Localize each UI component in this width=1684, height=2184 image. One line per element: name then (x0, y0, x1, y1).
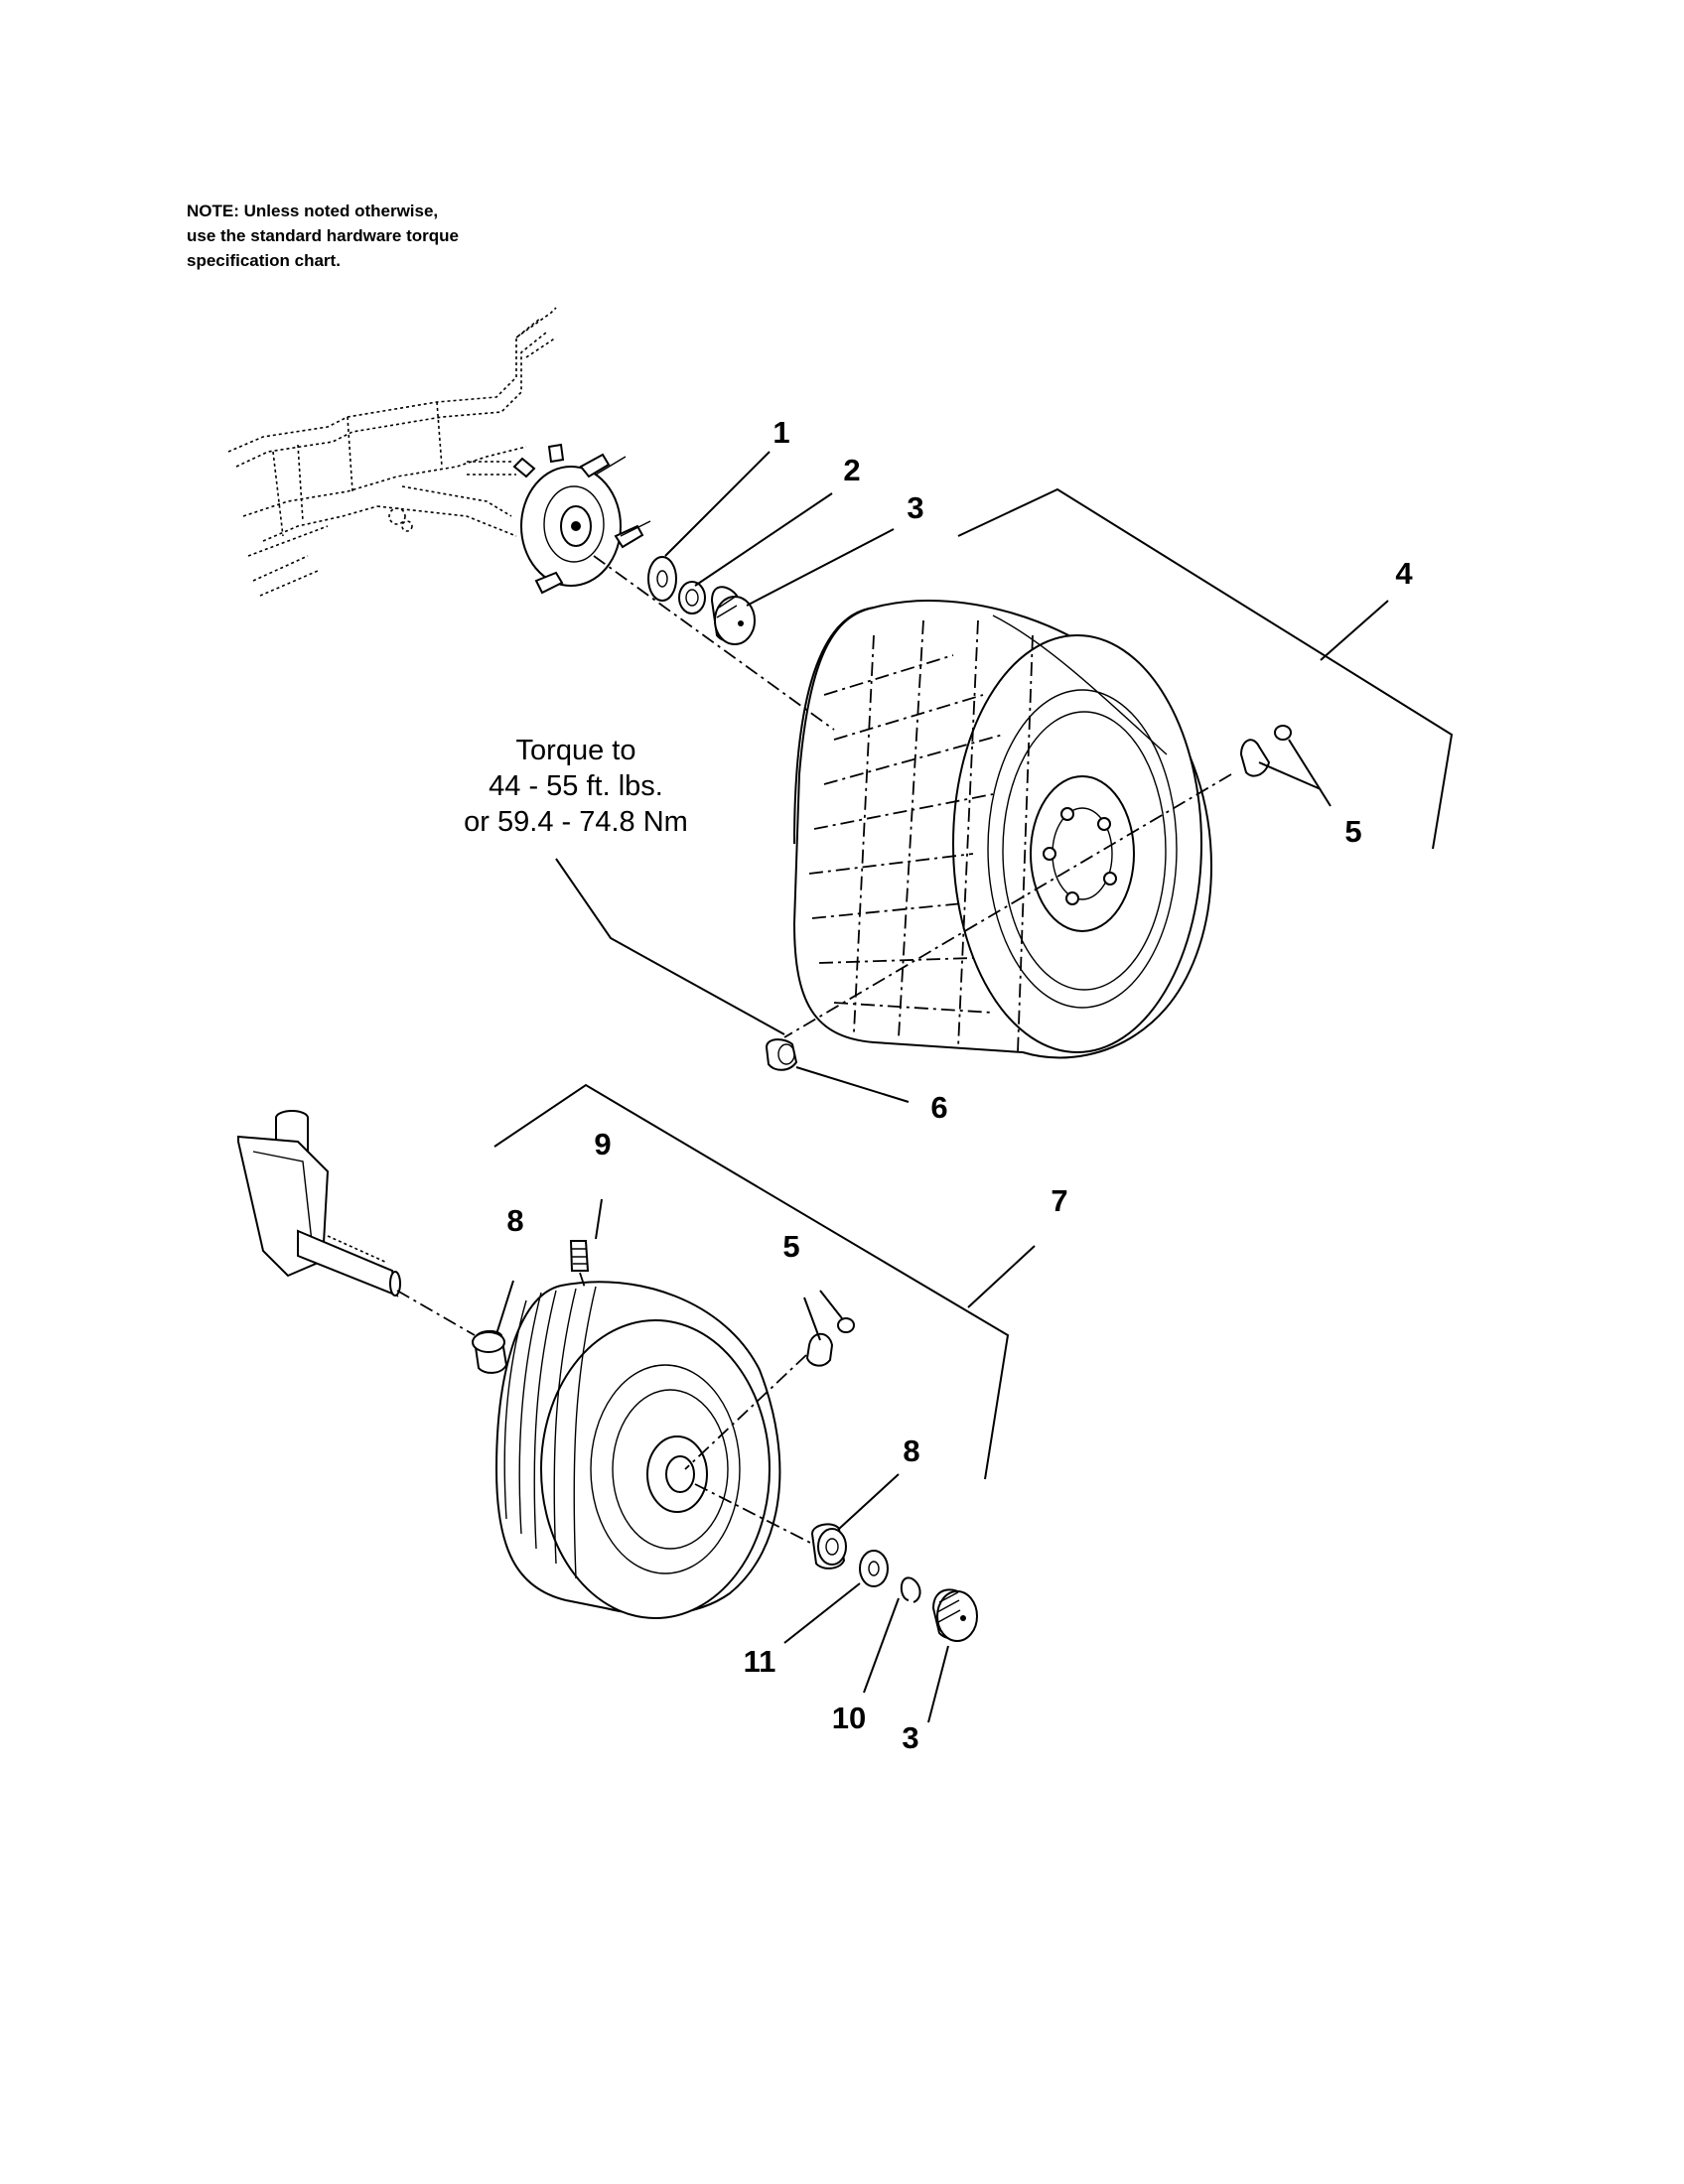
callout-10: 10 (832, 1701, 866, 1735)
torque-spec-note: NOTE: Unless noted otherwise, use the st… (187, 199, 604, 273)
callout-1: 1 (772, 415, 789, 450)
front-caster-tire (494, 1281, 781, 1619)
callout-3: 3 (907, 490, 923, 525)
retaining-ring-part-10 (900, 1576, 921, 1603)
callout-9: 9 (594, 1127, 611, 1161)
torque-line-2: 44 - 55 ft. lbs. (489, 770, 663, 802)
callout-3-lower: 3 (902, 1720, 918, 1755)
lower-axle-line (396, 1290, 476, 1336)
note-line-1: NOTE: Unless noted otherwise, (187, 202, 439, 220)
dust-cap-part-3-upper (710, 586, 756, 645)
spacer-part-8-left (472, 1329, 508, 1374)
leader-lines (495, 451, 1332, 1723)
nut-part-2 (678, 581, 706, 614)
grease-axis-line (579, 1272, 587, 1292)
note-line-2: use the standard hardware torque (187, 226, 459, 245)
valve-axis-line-lower (684, 1354, 807, 1470)
callout-6: 6 (930, 1090, 947, 1125)
note-line-3: specification chart. (187, 251, 341, 270)
callout-2: 2 (843, 453, 860, 487)
grease-fitting-part-9 (569, 1240, 590, 1272)
valve-stem-part-5-upper (1239, 725, 1292, 777)
upper-assembly-axis-line (593, 555, 835, 731)
dust-cap-part-3-lower (931, 1588, 978, 1642)
lug-nut-part-6 (765, 1038, 798, 1071)
valve-axis-line-upper (783, 773, 1232, 1038)
washer-part-1 (647, 556, 677, 602)
callout-7: 7 (1051, 1183, 1067, 1218)
rear-tire-assembly (792, 600, 1212, 1059)
callout-8-right: 8 (903, 1433, 919, 1468)
torque-line-1: Torque to (515, 735, 636, 766)
callout-5: 5 (1344, 814, 1361, 849)
lug-nut-torque-label: Torque to 44 - 55 ft. lbs. or 59.4 - 74.… (397, 733, 755, 840)
caster-fork-illustration (237, 1110, 401, 1297)
callout-11: 11 (744, 1644, 776, 1679)
spacer-part-8-right (810, 1523, 847, 1570)
part-4-bracket (957, 487, 1454, 850)
washer-part-11 (859, 1550, 889, 1587)
mower-frame-illustration (227, 307, 557, 597)
lower-axle-line-2 (694, 1483, 813, 1545)
torque-line-3: or 59.4 - 74.8 Nm (464, 806, 688, 838)
valve-stem-part-5-lower (805, 1317, 855, 1367)
wheel-hub (512, 443, 651, 595)
part-7-bracket (493, 1083, 1036, 1480)
callout-4: 4 (1395, 556, 1413, 591)
callout-5-lower: 5 (782, 1229, 799, 1264)
callout-8-left: 8 (506, 1203, 523, 1238)
